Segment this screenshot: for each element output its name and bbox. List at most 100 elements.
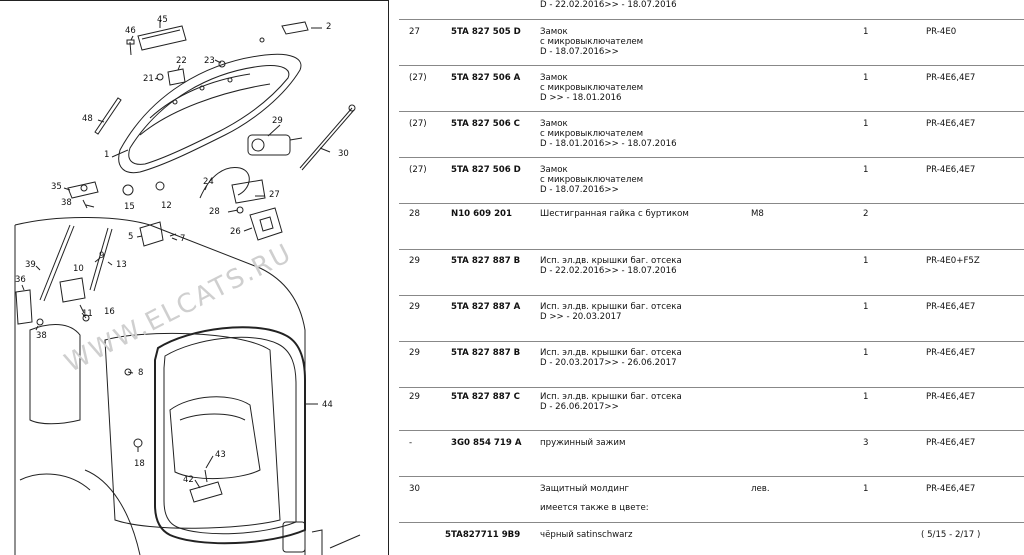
table-row[interactable]: - 3G0 854 719 A пружинный зажим 3 PR-4E6… <box>399 430 1024 477</box>
table-row[interactable]: 28 N10 609 201 Шестигранная гайка с бурт… <box>399 203 1024 250</box>
pr-code: PR-4E6,4E7 <box>926 165 976 175</box>
qty-cell: 1 <box>863 27 869 37</box>
pos-cell: (27) <box>409 119 427 129</box>
callout-16: 16 <box>104 307 115 317</box>
callout-21: 21 <box>143 74 154 84</box>
desc-line: чёрный satinschwarz <box>540 530 633 540</box>
pr-code: PR-4E0 <box>926 27 957 37</box>
qty-cell: 1 <box>863 73 869 83</box>
part-number[interactable]: 5TA 827 887 B <box>451 256 521 266</box>
callout-11: 11 <box>82 309 93 319</box>
desc-line: Исп. эл.дв. крышки баг. отсека <box>540 256 682 266</box>
table-row[interactable]: (27) 5TA 827 506 A Замок с микровыключат… <box>399 65 1024 112</box>
desc-line: Исп. эл.дв. крышки баг. отсека <box>540 302 682 312</box>
callout-38-bottom: 38 <box>36 331 47 341</box>
callout-29: 29 <box>272 116 283 126</box>
pr-code: PR-4E6,4E7 <box>926 348 976 358</box>
table-row[interactable]: (27) 5TA 827 506 C Замок с микровыключат… <box>399 111 1024 158</box>
pos-cell: 29 <box>409 348 420 358</box>
qty-cell: 1 <box>863 348 869 358</box>
callout-28: 28 <box>209 207 220 217</box>
desc-line: с микровыключателем <box>540 37 644 47</box>
desc-line: Шестигранная гайка с буртиком <box>540 209 689 219</box>
desc-line: Исп. эл.дв. крышки баг. отсека <box>540 348 682 358</box>
table-row[interactable]: 29 5TA 827 887 A Исп. эл.дв. крышки баг.… <box>399 295 1024 342</box>
qty-cell: 2 <box>863 209 869 219</box>
part-number[interactable]: 5TA 827 506 A <box>451 73 521 83</box>
pos-cell: 30 <box>409 484 420 494</box>
callout-36: 36 <box>15 275 26 285</box>
callout-26: 26 <box>230 227 241 237</box>
callout-15: 15 <box>124 202 135 212</box>
pr-code: PR-4E6,4E7 <box>926 438 976 448</box>
note-cell: лев. <box>751 484 770 494</box>
part-number[interactable]: 3G0 854 719 A <box>451 438 522 448</box>
desc-line: Замок <box>540 165 568 175</box>
table-row[interactable]: (27) 5TA 827 506 D Замок с микровыключат… <box>399 157 1024 204</box>
desc-line: Исп. эл.дв. крышки баг. отсека <box>540 392 682 402</box>
callout-43: 43 <box>215 450 226 460</box>
part-number[interactable]: 5TA 827 887 B <box>451 348 521 358</box>
desc-line: D - 22.02.2016>> - 18.07.2016 <box>540 0 677 10</box>
callout-46: 46 <box>125 26 136 36</box>
desc-line: пружинный зажим <box>540 438 626 448</box>
callout-38-top: 38 <box>61 198 72 208</box>
callout-48: 48 <box>82 114 93 124</box>
pr-code: PR-4E0+F5Z <box>926 256 980 266</box>
desc-line: Замок <box>540 119 568 129</box>
callout-1: 1 <box>104 150 110 160</box>
pos-cell: 29 <box>409 256 420 266</box>
part-number[interactable]: 5TA 827 887 A <box>451 302 521 312</box>
desc-line: D >> - 18.01.2016 <box>540 93 622 103</box>
pr-code: PR-4E6,4E7 <box>926 73 976 83</box>
desc-line: D - 18.07.2016>> <box>540 185 619 195</box>
qty-cell: 1 <box>863 302 869 312</box>
desc-line: D - 18.01.2016>> - 18.07.2016 <box>540 139 677 149</box>
desc-line: D - 22.02.2016>> - 18.07.2016 <box>540 266 677 276</box>
pr-code: PR-4E6,4E7 <box>926 484 976 494</box>
parts-diagram: WWW.ELCATS.RU 45 2 46 22 21 23 48 29 1 3… <box>0 0 389 555</box>
part-number[interactable]: 5TA 827 887 C <box>451 392 520 402</box>
part-number[interactable]: 5TA 827 506 C <box>451 119 520 129</box>
table-row[interactable]: 29 5TA 827 887 B Исп. эл.дв. крышки баг.… <box>399 341 1024 388</box>
part-number[interactable]: N10 609 201 <box>451 209 513 219</box>
part-number[interactable]: 5TA 827 505 D <box>451 27 521 37</box>
table-row[interactable]: 30 Защитный молдинг имеется также в цвет… <box>399 476 1024 523</box>
table-row[interactable]: 29 5TA 827 887 B Исп. эл.дв. крышки баг.… <box>399 249 1024 296</box>
table-row-color-variant[interactable]: 5TA827711 9B9 чёрный satinschwarz ( 5/15… <box>399 522 1024 555</box>
callout-24: 24 <box>203 177 214 187</box>
desc-line: с микровыключателем <box>540 175 644 185</box>
callout-9: 9 <box>99 251 105 261</box>
qty-cell: 1 <box>863 119 869 129</box>
callout-22: 22 <box>176 56 187 66</box>
date-range: ( 5/15 - 2/17 ) <box>921 530 981 540</box>
callout-13: 13 <box>116 260 127 270</box>
qty-cell: 3 <box>863 438 869 448</box>
pos-cell: (27) <box>409 165 427 175</box>
callout-23: 23 <box>204 56 215 66</box>
callout-8: 8 <box>138 368 144 378</box>
table-row[interactable]: 29 5TA 827 887 C Исп. эл.дв. крышки баг.… <box>399 387 1024 431</box>
pos-cell: 29 <box>409 302 420 312</box>
table-row[interactable]: 27 5TA 827 505 D Замок с микровыключател… <box>399 19 1024 66</box>
desc-line: имеется также в цвете: <box>540 503 649 513</box>
callout-30: 30 <box>338 149 349 159</box>
exploded-view-drawing <box>0 0 388 555</box>
callout-39: 39 <box>25 260 36 270</box>
parts-table: D - 22.02.2016>> - 18.07.2016 27 5TA 827… <box>399 0 1024 555</box>
qty-cell: 1 <box>863 392 869 402</box>
pr-code: PR-4E6,4E7 <box>926 392 976 402</box>
pos-cell: 27 <box>409 27 420 37</box>
pos-cell: 29 <box>409 392 420 402</box>
callout-2: 2 <box>326 22 332 32</box>
desc-line: D >> - 20.03.2017 <box>540 312 622 322</box>
callout-10: 10 <box>73 264 84 274</box>
callout-5: 5 <box>128 232 134 242</box>
desc-line: Замок <box>540 27 568 37</box>
part-number[interactable]: 5TA827711 9B9 <box>445 530 521 540</box>
pos-cell: - <box>409 438 413 448</box>
callout-35: 35 <box>51 182 62 192</box>
part-number[interactable]: 5TA 827 506 D <box>451 165 521 175</box>
pr-code: PR-4E6,4E7 <box>926 119 976 129</box>
